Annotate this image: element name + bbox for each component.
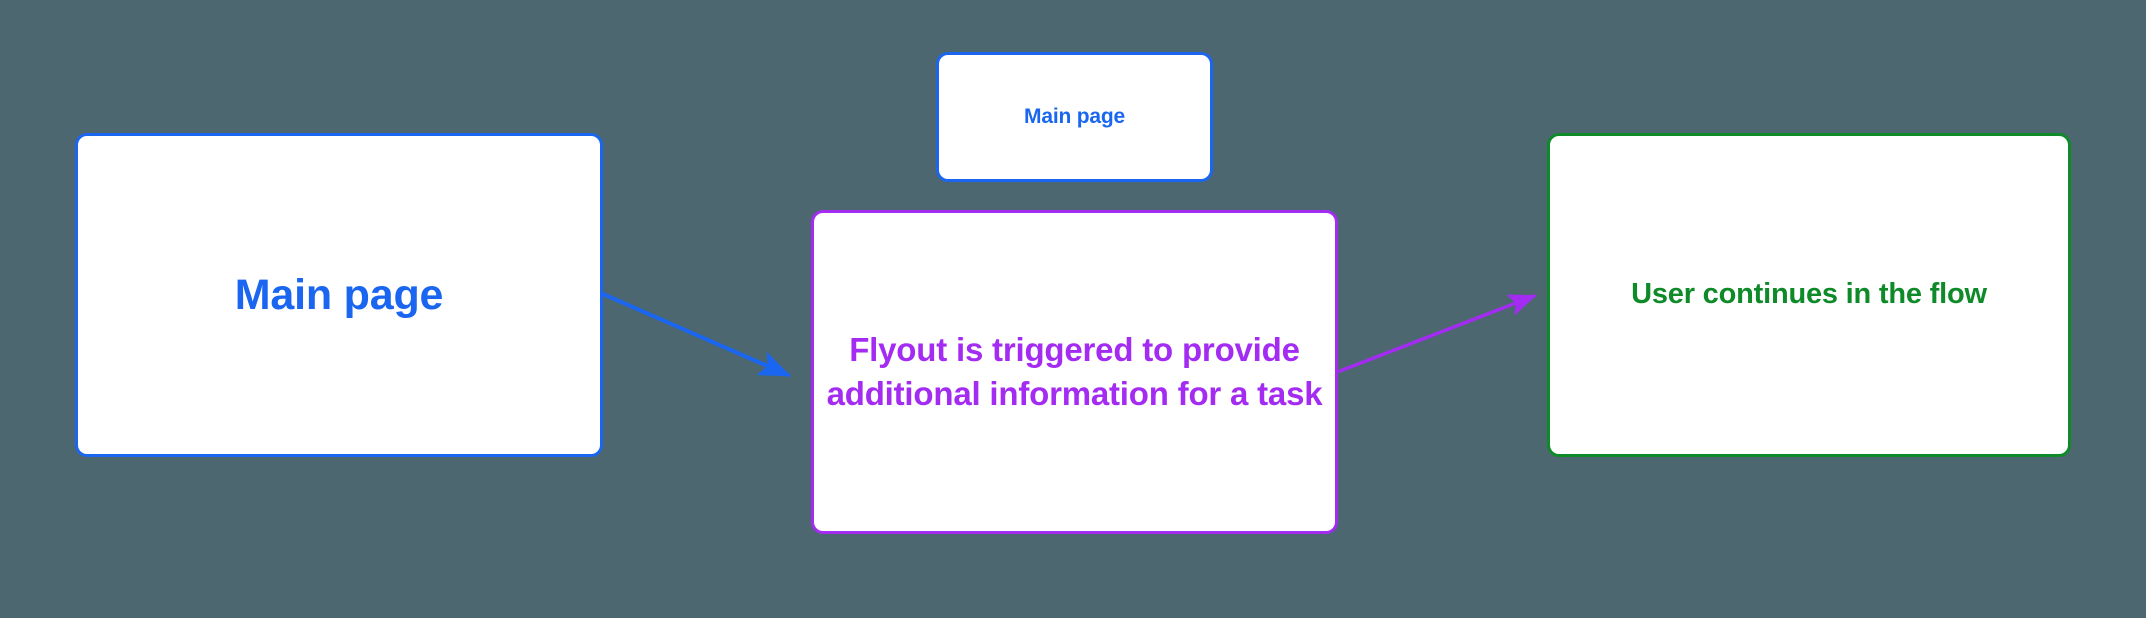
node-user-continues[interactable]: User continues in the flow <box>1547 133 2071 457</box>
node-flyout-label: Flyout is triggered to provide additiona… <box>826 331 1323 412</box>
connector-main-page-to-flyout <box>601 292 791 377</box>
connector-flyout-to-user-continues <box>1338 294 1537 373</box>
node-main-page-left[interactable]: Main page <box>75 133 603 457</box>
node-main-page-top-label: Main page <box>1024 105 1125 129</box>
node-user-continues-label: User continues in the flow <box>1631 278 1987 311</box>
node-flyout[interactable]: Flyout is triggered to provide additiona… <box>811 210 1338 534</box>
node-main-page-left-label: Main page <box>234 270 444 319</box>
node-main-page-top[interactable]: Main page <box>936 52 1213 182</box>
